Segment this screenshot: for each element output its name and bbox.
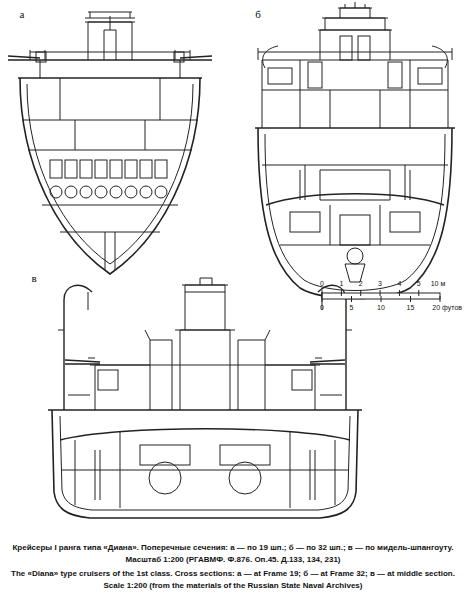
section-letter: в [31,272,36,284]
scale-tick [410,296,411,302]
cask-symbol [155,186,167,198]
cask-symbol [140,186,152,198]
section-c-hull [48,278,362,518]
scale-number: 0 [320,304,324,312]
cask-symbol [110,186,122,198]
cask-symbol [65,186,77,198]
scale-tick [381,296,382,302]
cask-symbol [95,186,107,198]
store-block [125,160,137,178]
scale-number: 5 [417,280,421,288]
store-block [140,160,152,178]
cask-symbol [125,186,137,198]
scale-number: 1 [339,280,343,288]
scale-number: 2 [359,280,363,288]
section-letter: а [20,8,25,20]
scale-number: 5 [350,304,354,312]
scale-number: 0 [320,280,324,288]
store-block [110,160,122,178]
store-block [95,160,107,178]
store-block [155,160,167,178]
scale-number: 10 [377,304,385,312]
scale-tick [399,290,400,296]
section-a-hull [8,12,212,274]
scale-tick [418,290,419,296]
scale-tick [380,290,381,296]
caption-line: Крейсеры I ранга типа «Диана». Поперечны… [12,544,453,553]
section-b-hull [255,2,455,299]
scale-tick [360,290,361,296]
caption-line: Scale 1:200 (from the materials of the R… [104,582,363,591]
scale-tick [351,296,352,302]
store-block [80,160,92,178]
scale-tick [322,290,323,296]
cask-symbol [50,186,62,198]
scale-number: 20 футов [432,304,462,312]
caption-line: The «Diana» type cruisers of the 1st cla… [11,570,455,579]
scale-number: 3 [378,280,382,288]
caption-line: Масштаб 1:200 (РГАВМФ. Ф.876. Оп.45. Д.1… [125,556,340,565]
scale-number: 4 [397,280,401,288]
store-block [50,160,62,178]
scale-bar [322,290,440,302]
scale-tick [440,296,441,302]
cask-symbol [80,186,92,198]
store-block [65,160,77,178]
scale-tick [322,296,323,302]
scale-number: 15 [407,304,415,312]
scale-number: 10 м [431,280,446,288]
scale-tick [341,290,342,296]
section-letter: б [255,8,261,20]
